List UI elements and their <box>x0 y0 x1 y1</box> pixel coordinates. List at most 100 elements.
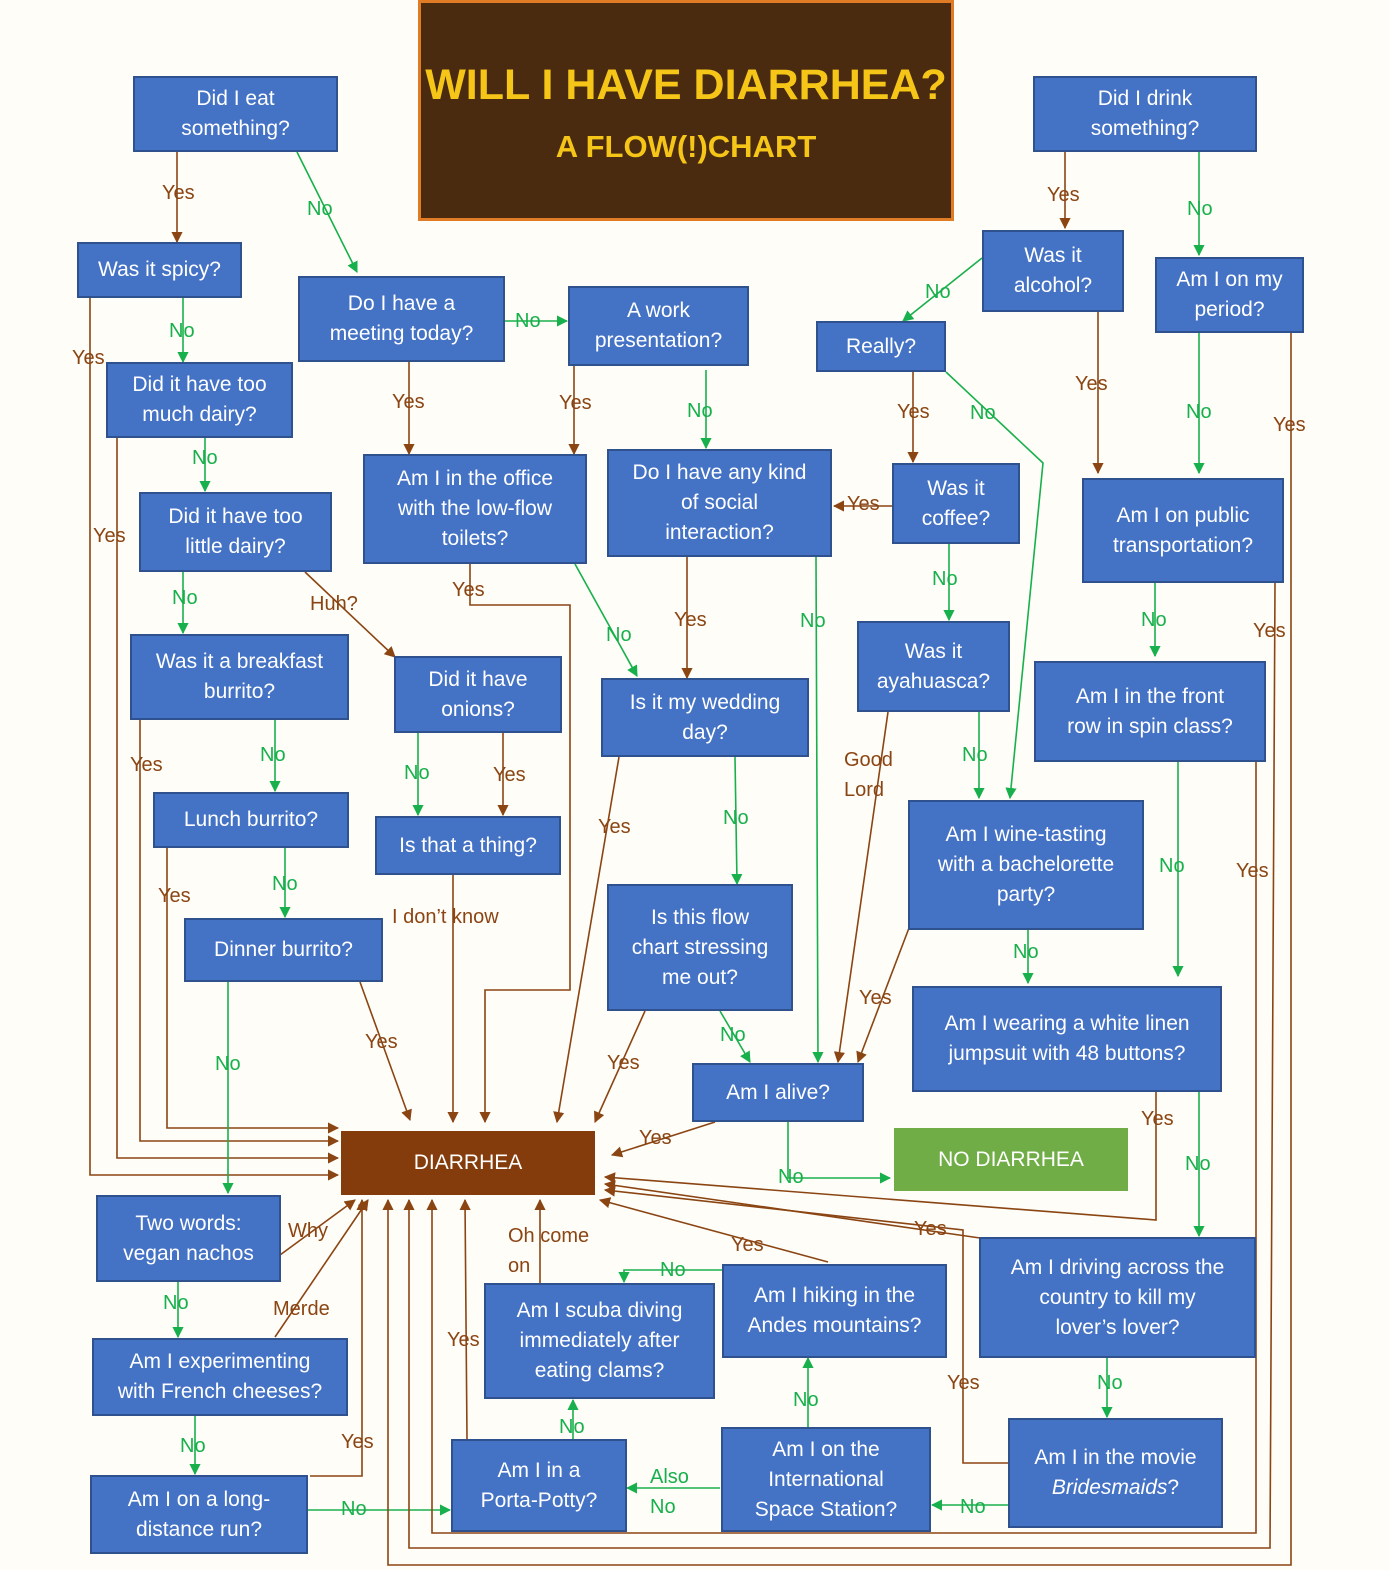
edge-label-no: No <box>169 320 195 342</box>
node-label: Did it have onions? <box>428 667 528 721</box>
node-flow-chart-stress: Is this flow chart stressing me out? <box>607 884 793 1011</box>
arrow-stress-no <box>719 1010 751 1063</box>
edge-label-yes: Yes <box>731 1234 764 1256</box>
edge-label-no: No <box>1187 198 1213 220</box>
edge-label-yes: Yes <box>130 754 163 776</box>
node-label: Did it have too little dairy? <box>168 505 303 558</box>
node-really: Really? <box>816 321 946 372</box>
arrow-run-yes <box>310 1198 368 1477</box>
node-label: Did I drink something? <box>1090 87 1200 140</box>
node-label: Am I wine-tasting with a bachelorette pa… <box>937 823 1115 906</box>
edge-label-merde: Merde <box>273 1298 330 1320</box>
arrow-alive-no <box>787 1122 892 1184</box>
title-box: WILL I HAVE DIARRHEA? A FLOW(!)CHART <box>418 0 954 221</box>
node-label: Am I wearing a white linen jumpsuit with… <box>944 1012 1190 1065</box>
node-label: Lunch burrito? <box>183 808 319 831</box>
edge-label-no: No <box>272 873 298 895</box>
edge-label-yes: Yes <box>493 764 526 786</box>
edge-label-yes: Yes <box>859 987 892 1009</box>
node-was-it-spicy: Was it spicy? <box>77 242 242 298</box>
arrow-transport-yes <box>403 582 1276 1549</box>
edge-label-oh-come-on: Oh come on <box>508 1225 590 1277</box>
edge-label-no: No <box>515 310 541 332</box>
edge-label-yes: Yes <box>1075 373 1108 395</box>
edge-label-no: No <box>1013 941 1039 963</box>
edge-label-yes: Yes <box>1236 860 1269 882</box>
arrow-porta-yes <box>459 1198 471 1440</box>
edge-label-no: No <box>800 610 826 632</box>
arrow-wedding-yes <box>553 756 620 1124</box>
edge-label-no: No <box>1186 401 1212 423</box>
node-period: Am I on my period? <box>1155 257 1304 333</box>
edge-label-yes: Yes <box>847 493 880 515</box>
edge-label-no: No <box>687 400 713 422</box>
node-french-cheeses: Am I experimenting with French cheeses? <box>92 1338 348 1416</box>
node-linen-jumpsuit: Am I wearing a white linen jumpsuit with… <box>912 986 1222 1092</box>
node-label: Am I driving across the country to kill … <box>1010 1255 1225 1339</box>
node-andes-hiking: Am I hiking in the Andes mountains? <box>722 1264 947 1358</box>
node-is-that-a-thing: Is that a thing? <box>375 816 561 875</box>
node-label: Am I on a long- distance run? <box>127 1487 271 1541</box>
node-vegan-nachos: Two words: vegan nachos <box>96 1195 281 1282</box>
node-scuba-diving: Am I scuba diving immediately after eati… <box>484 1283 715 1399</box>
node-porta-potty: Am I in a Porta-Potty? <box>451 1439 627 1532</box>
edge-label-no: No <box>307 198 333 220</box>
arrow-really-no <box>945 371 1044 800</box>
edge-label-yes: Yes <box>1273 414 1306 436</box>
arrow-spin-yes <box>426 762 1257 1534</box>
node-work-presentation: A work presentation? <box>568 286 749 366</box>
node-label: Was it coffee? <box>921 476 991 530</box>
edge-label-no: No <box>606 624 632 646</box>
arrow-lunch-yes <box>166 848 340 1134</box>
node-public-transportation: Am I on public transportation? <box>1082 478 1284 583</box>
arrow-dairy-yes <box>116 438 340 1164</box>
node-office-toilets: Am I in the office with the low-flow toi… <box>363 454 587 564</box>
bridesmaids-qmark: ? <box>1167 1476 1180 1499</box>
node-was-it-alcohol: Was it alcohol? <box>982 230 1124 312</box>
node-onions: Did it have onions? <box>394 656 562 733</box>
node-wedding-day: Is it my wedding day? <box>601 678 809 757</box>
node-label: Am I scuba diving immediately after eati… <box>516 1299 683 1382</box>
edge-label-yes: Yes <box>1253 620 1286 642</box>
outcome-diarrhea: DIARRHEA <box>341 1131 595 1195</box>
edge-label-no: No <box>215 1053 241 1075</box>
edge-label-no: No <box>723 807 749 829</box>
edge-label-no: No <box>1097 1372 1123 1394</box>
arrow-office-yes <box>469 564 571 1124</box>
node-label: A work presentation? <box>594 299 723 352</box>
node-social-interaction: Do I have any kind of social interaction… <box>607 449 832 557</box>
edge-label-yes: Yes <box>365 1031 398 1053</box>
edge-label-no: No <box>260 744 286 766</box>
edge-label-yes: Yes <box>93 525 126 547</box>
node-label: Do I have a meeting today? <box>329 292 474 345</box>
node-was-it-ayahuasca: Was it ayahuasca? <box>857 621 1010 712</box>
edge-label-yes: Yes <box>158 885 191 907</box>
edge-label-yes: Yes <box>559 392 592 414</box>
edge-label-no: No <box>793 1389 819 1411</box>
node-breakfast-burrito: Was it a breakfast burrito? <box>130 634 349 720</box>
arrow-nachos-why <box>279 1199 356 1256</box>
edge-label-no: No <box>172 587 198 609</box>
bridesmaids-movie-title: Bridesmaids <box>1051 1476 1168 1499</box>
node-meeting-today: Do I have a meeting today? <box>298 276 505 362</box>
node-label: Am I on the International Space Station? <box>754 1437 898 1521</box>
node-wine-tasting: Am I wine-tasting with a bachelorette pa… <box>908 800 1144 930</box>
edge-label-no: No <box>163 1292 189 1314</box>
edge-label-no: No <box>778 1166 804 1188</box>
edge-label-yes: Yes <box>947 1372 980 1394</box>
arrow-stress-yes <box>594 1010 646 1124</box>
node-label: Is that a thing? <box>399 833 537 857</box>
node-label: Am I experimenting with French cheeses? <box>117 1350 323 1403</box>
arrow-wedding-no <box>731 756 743 886</box>
node-spin-class: Am I in the front row in spin class? <box>1034 661 1266 762</box>
edge-label-no: No <box>559 1416 585 1438</box>
node-lunch-burrito: Lunch burrito? <box>153 792 349 848</box>
edge-label-why: Why <box>288 1220 328 1242</box>
chart-subtitle: A FLOW(!)CHART <box>555 129 817 164</box>
edge-label-yes: Yes <box>392 391 425 413</box>
arrow-jumpsuit-yes <box>603 1092 1157 1221</box>
arrow-social-no <box>812 556 824 1064</box>
node-label: Am I on my period? <box>1176 268 1283 321</box>
